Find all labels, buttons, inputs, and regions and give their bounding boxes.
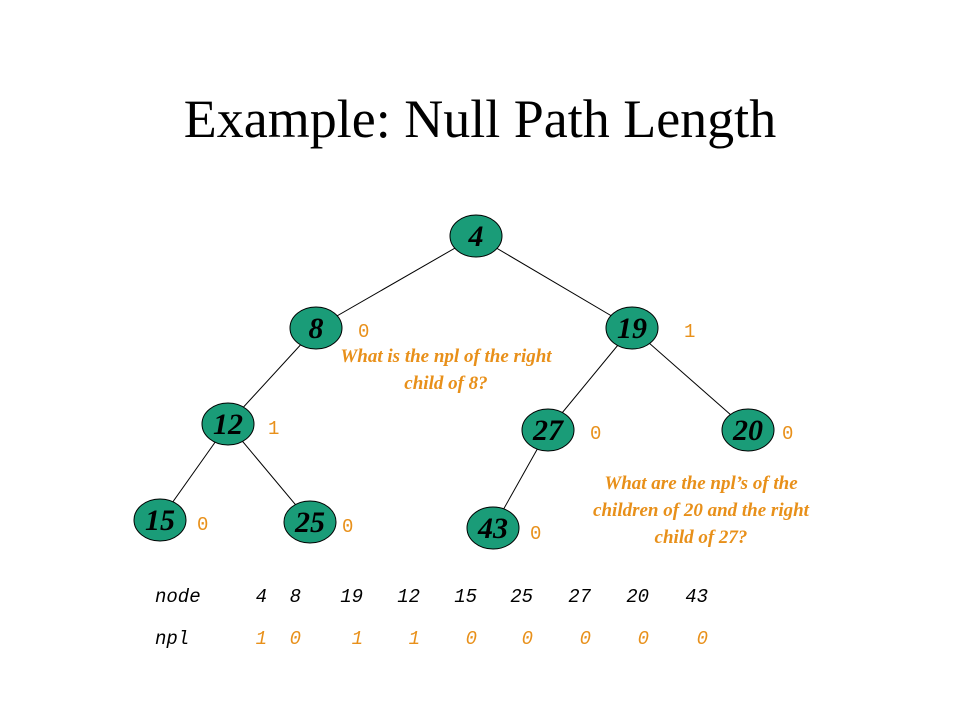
question-npl-right-child-of-8: What is the npl of the right child of 8? (340, 346, 552, 394)
npl-value-cell: 0 (696, 628, 708, 650)
node-label: 25 (294, 506, 325, 539)
node-npl-label: 0 (197, 514, 208, 536)
node-ellipse (605, 306, 659, 350)
node-value-cell: 19 (340, 586, 363, 608)
tree-node-19: 19 1 (605, 306, 695, 350)
npl-value-cell: 0 (289, 628, 301, 650)
node-ellipse (201, 402, 255, 446)
node-npl-label: 1 (268, 418, 279, 440)
node-ellipse (133, 498, 187, 542)
npl-value-cell: 0 (637, 628, 649, 650)
npl-value-cell: 0 (521, 628, 533, 650)
node-value-cell: 4 (255, 586, 267, 608)
node-npl-label: 0 (782, 423, 793, 445)
node-value-cell: 15 (454, 586, 477, 608)
node-ellipse (449, 214, 503, 258)
node-value-cell: 27 (568, 586, 591, 608)
node-value-cell: 20 (626, 586, 649, 608)
npl-row-header: npl (155, 628, 190, 650)
tree-node-25: 25 0 (283, 500, 353, 544)
node-value-cell: 8 (289, 586, 301, 608)
npl-value-cell: 1 (408, 628, 420, 650)
npl-value-cell: 0 (465, 628, 477, 650)
node-ellipse (466, 506, 520, 550)
node-label: 19 (617, 312, 647, 345)
node-label: 8 (309, 312, 324, 345)
node-value-cell: 12 (397, 586, 420, 608)
tree-node-4: 4 (449, 214, 503, 258)
npl-value-cell: 1 (351, 628, 363, 650)
tree-node-43: 43 0 (466, 506, 541, 550)
tree-node-20: 20 0 (721, 408, 793, 452)
node-ellipse (521, 408, 575, 452)
npl-value-cell: 0 (579, 628, 591, 650)
tree-node-12: 12 1 (201, 402, 279, 446)
node-row-header: node (155, 586, 201, 608)
node-ellipse (289, 306, 343, 350)
node-value-cell: 43 (685, 586, 708, 608)
node-ellipse (283, 500, 337, 544)
node-npl-label: 0 (358, 321, 369, 343)
node-label: 12 (213, 408, 243, 441)
node-label: 4 (468, 220, 484, 253)
node-ellipse (721, 408, 775, 452)
node-label: 43 (477, 512, 508, 545)
node-label: 20 (732, 414, 763, 447)
tree-edge (475, 235, 633, 329)
node-npl-label: 0 (342, 516, 353, 538)
tree-node-27: 27 0 (521, 408, 601, 452)
node-value-cell: 25 (510, 586, 533, 608)
tree-edge (315, 235, 477, 329)
node-label: 15 (145, 504, 175, 537)
node-npl-label: 1 (684, 321, 695, 343)
question-npls-children-of-20: What are the npl’s of the children of 20… (593, 473, 809, 548)
node-npl-label: 0 (590, 423, 601, 445)
node-label: 27 (532, 414, 564, 447)
node-npl-label: 0 (530, 523, 541, 545)
npl-value-cell: 1 (255, 628, 267, 650)
slide-title: Example: Null Path Length (183, 89, 777, 149)
tree-node-15: 15 0 (133, 498, 208, 542)
tree-edge (631, 327, 749, 431)
